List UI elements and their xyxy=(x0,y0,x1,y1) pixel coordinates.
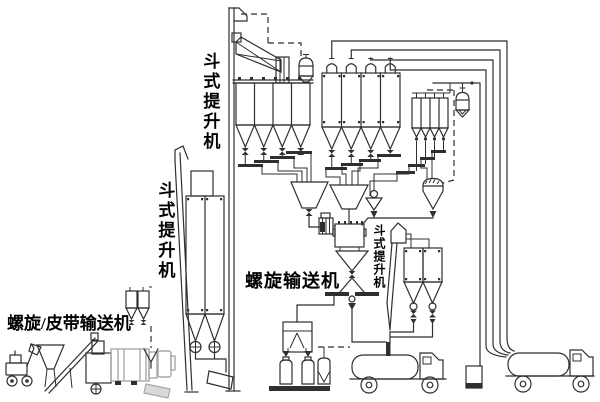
twin-dust-collectors xyxy=(389,247,443,344)
additive-hoppers xyxy=(369,83,451,196)
intermediate-silos xyxy=(185,170,234,390)
wheel-loader-icon xyxy=(5,343,42,387)
elevator-feed-chute xyxy=(206,370,234,390)
weigh-hopper-c xyxy=(422,177,444,218)
weigh-hopper-a xyxy=(290,181,329,209)
small-filter-e xyxy=(317,347,331,385)
packing-valves xyxy=(296,277,387,348)
label-bucket-elevator-left: 斗式提升机 xyxy=(200,52,220,152)
silo-group-1 xyxy=(232,77,329,232)
bag-platform xyxy=(269,386,330,391)
mixer xyxy=(318,212,367,251)
label-screw-belt-conveyor: 螺旋/皮带输送机 xyxy=(7,314,131,333)
bucket-elevator-3 xyxy=(386,222,430,331)
vent-duct xyxy=(432,81,483,389)
weigh-hopper-b xyxy=(329,184,369,210)
bag-packing-machine xyxy=(282,321,313,353)
surge-vessel-a xyxy=(297,54,315,83)
screen-feed-ducts xyxy=(241,13,302,57)
silo-group-2 xyxy=(321,58,401,225)
bulk-truck-1 xyxy=(349,342,447,394)
inclined-belt-conveyor xyxy=(44,332,99,394)
bulk-truck-2 xyxy=(505,349,595,393)
label-screw-conveyor: 螺旋输送机 xyxy=(245,271,340,291)
mixer-discharge-hopper xyxy=(334,250,370,278)
label-bucket-elevator-right: 斗式提升机 xyxy=(371,224,386,289)
discharge-chute xyxy=(143,383,171,399)
filter-vessel-b xyxy=(454,83,471,118)
weigh-vessel-d xyxy=(364,189,384,218)
vibrating-screen xyxy=(231,32,290,84)
feed-hopper xyxy=(36,344,65,388)
bucket-elevator-1 xyxy=(225,7,248,392)
rotary-dryer xyxy=(85,340,176,399)
dashed-additive-lines xyxy=(427,89,455,184)
day-bins xyxy=(125,286,159,369)
filled-bags xyxy=(269,351,330,391)
label-bucket-elevator-mid: 斗式提升机 xyxy=(155,181,175,281)
pneumatic-pipes xyxy=(331,40,515,358)
additive-feed-line xyxy=(361,217,434,226)
